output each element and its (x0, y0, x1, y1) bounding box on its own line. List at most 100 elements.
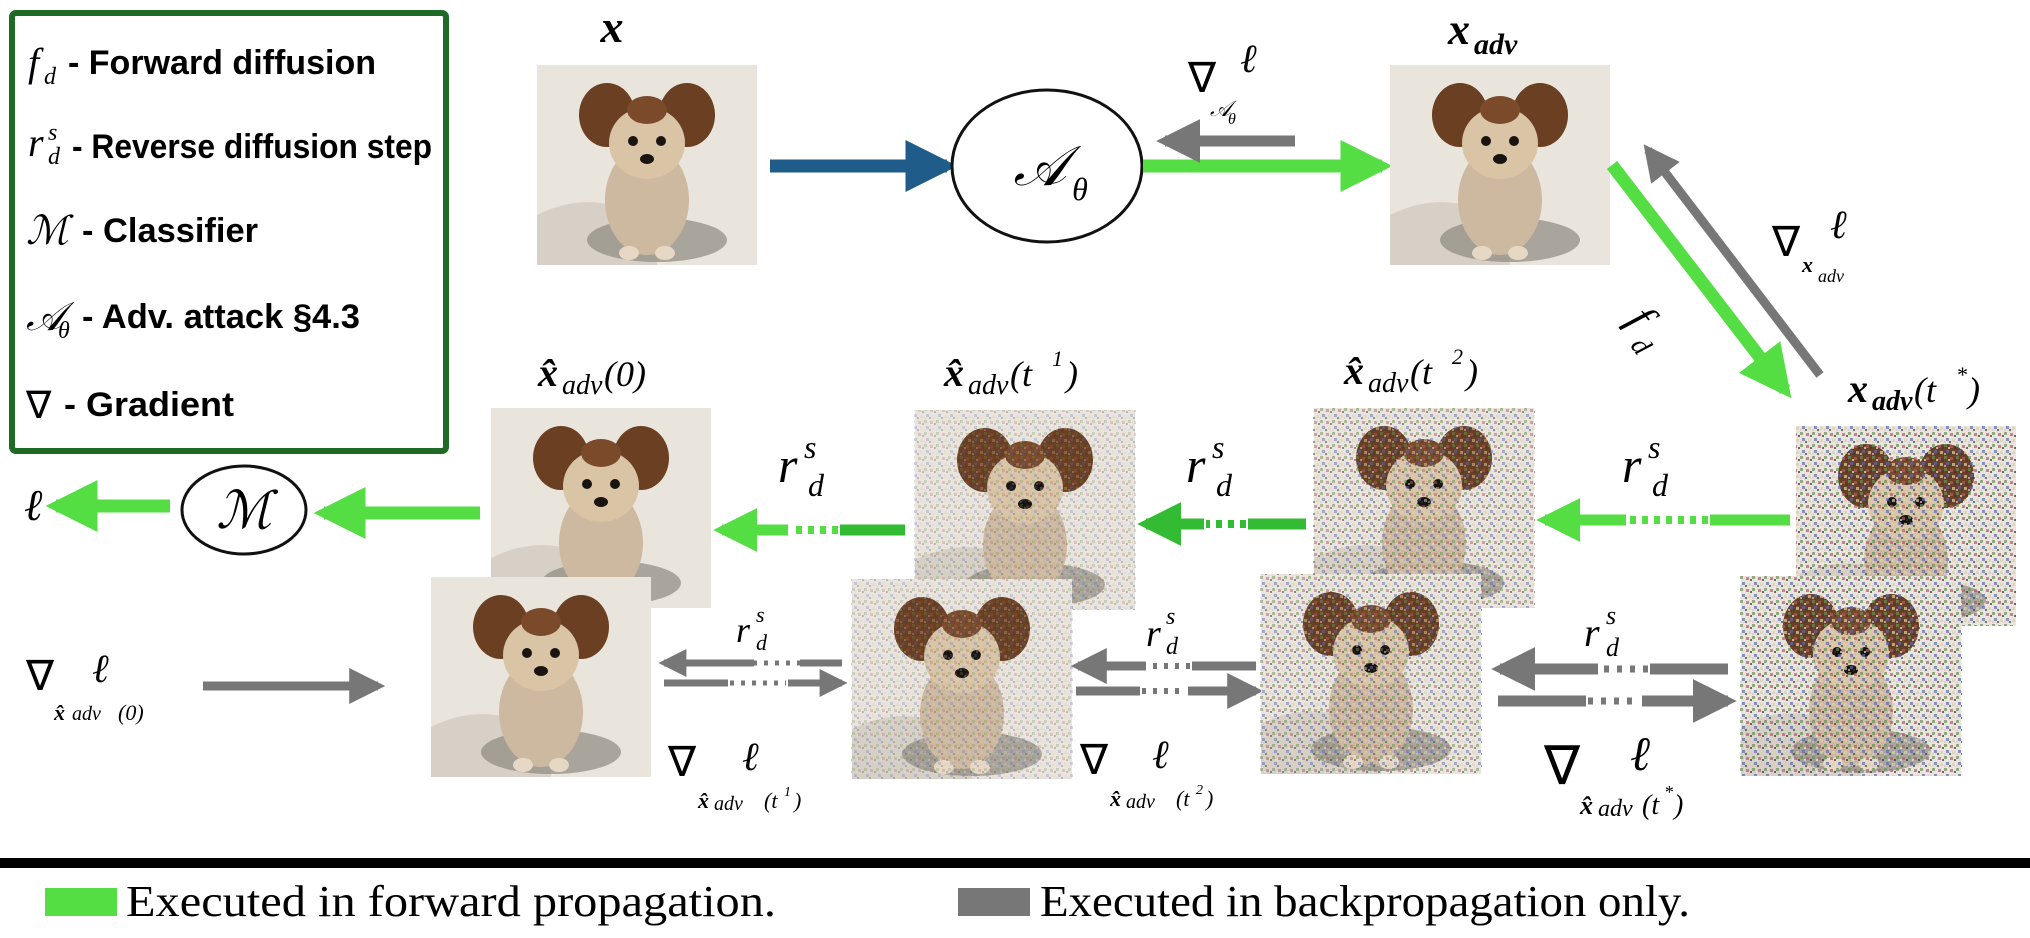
ell-symbol: ℓ (1630, 728, 1650, 781)
xhat0-image-back (431, 577, 651, 777)
footer-legend-backward: Executed in backpropagation only. (958, 877, 1690, 926)
rds-symbol: r (1622, 437, 1642, 493)
rds-symbol: r (778, 437, 798, 493)
forward-label: Executed in forward propagation. (126, 877, 776, 926)
grad-xadv-arrow (1643, 144, 1824, 378)
xadv-image (1390, 65, 1610, 265)
xhat0-label: x̂ adv (0) (537, 350, 646, 401)
grad-subsub: adv (1818, 266, 1844, 286)
ell-symbol: ℓ (92, 646, 109, 691)
xadv-label-main: x (1447, 5, 1470, 54)
grad-arg: (t (764, 788, 778, 813)
grad-sub: x̂ (1109, 786, 1121, 811)
legend-symbol: r (28, 120, 44, 165)
xhat-main: x̂ (1343, 348, 1364, 393)
grad-sub: x̂ (53, 700, 65, 725)
grad-subsub: adv (72, 703, 101, 725)
legend-symbol: ∇ (25, 383, 52, 427)
legend-text: - Reverse diffusion step (72, 128, 432, 166)
grad-sub: x̂ (1579, 791, 1593, 820)
fd-sub: d (1624, 331, 1658, 362)
rds-symbol: r (1584, 610, 1600, 655)
nabla-symbol: ∇ (1771, 217, 1801, 266)
rds-backprop-label-3: r s d (1584, 601, 1620, 662)
nabla-symbol: ∇ (1079, 735, 1109, 784)
rds-sup: s (1606, 601, 1616, 630)
xhat-arg: (t (1410, 352, 1433, 392)
loss-symbol: ℓ (24, 481, 43, 530)
rds-label-2: r s d (1186, 429, 1233, 503)
nabla-symbol: ∇ (25, 651, 55, 700)
grad-attack-label: ∇ 𝒜 θ ℓ (1187, 36, 1257, 128)
xadv-label: x adv (1447, 5, 1518, 61)
backward-swatch (958, 888, 1030, 916)
footer-legend-forward: Executed in forward propagation. (45, 877, 776, 926)
legend-item-classifier: ℳ - Classifier (26, 208, 258, 253)
ell-symbol: ℓ (1240, 36, 1257, 81)
rds-sub: d (756, 630, 768, 655)
forward-diffusion-arrow (1606, 161, 1792, 399)
legend-item-adv-attack: 𝒜 θ - Adv. attack §4.3 (26, 294, 360, 344)
rds-sub: d (1606, 633, 1620, 662)
rds-sup: s (1212, 429, 1224, 465)
backward-label: Executed in backpropagation only. (1040, 877, 1690, 926)
xhat-sub: adv (562, 370, 603, 401)
grad-xhat-tstar-label: ∇ x̂ adv (t * ) ℓ (1543, 728, 1683, 822)
rds-sup: s (1648, 429, 1660, 465)
legend-symbol-sub: d (44, 64, 57, 90)
xhat-arg: (t (1010, 354, 1033, 394)
xadv-argsup: * (1956, 362, 1967, 387)
xadv-sub: adv (1872, 386, 1913, 417)
legend-item-reverse-diffusion-step: r s d - Reverse diffusion step (28, 120, 432, 170)
rds-label-1: r s d (778, 429, 825, 503)
attack-node: 𝒜 θ (950, 88, 1144, 244)
rds-backprop-label-2: r s d (1146, 604, 1179, 660)
grad-argsup: 2 (1196, 783, 1203, 798)
xadv-arg: (t (1914, 370, 1937, 410)
forward-swatch (45, 888, 117, 916)
nabla-symbol: ∇ (1543, 734, 1581, 797)
legend-item-gradient: ∇ - Gradient (25, 383, 234, 427)
legend-symbol-sub: d (48, 144, 61, 170)
rds-backprop-arrows-1 (658, 649, 848, 697)
rds-sub: d (1166, 634, 1179, 660)
xhat-argclose: ) (1464, 352, 1478, 392)
legend-symbol: ℳ (26, 208, 74, 253)
grad-sub: x̂ (697, 788, 709, 813)
grad-argclose: ) (1672, 790, 1683, 821)
x-image (537, 65, 757, 265)
xhat-t2-image-back (1260, 574, 1482, 774)
xhat-t1-image (914, 410, 1136, 610)
legend-symbol-sub: θ (58, 318, 70, 344)
xhat-argsup: 2 (1452, 344, 1463, 369)
ell-symbol: ℓ (742, 734, 759, 779)
nabla-symbol: ∇ (1187, 53, 1217, 102)
grad-argsup: * (1664, 782, 1673, 802)
rds-sub: d (808, 467, 825, 503)
xhat-sub: adv (968, 370, 1009, 401)
rds-sup: s (804, 429, 816, 465)
grad-sub: x (1801, 252, 1813, 277)
grad-argsup: 1 (784, 785, 791, 800)
grad-arg: (0) (118, 700, 144, 725)
rds-sup: s (1166, 604, 1175, 630)
xhat-t1-image-back (851, 579, 1073, 779)
grad-arg: (t (1176, 786, 1190, 811)
xhat-sub: adv (1368, 368, 1409, 399)
xhat-argsup: 1 (1052, 346, 1063, 371)
xadv-label-sub: adv (1474, 28, 1518, 61)
rds-backprop-label-1: r s d (736, 602, 768, 655)
classifier-symbol: ℳ (216, 483, 278, 540)
grad-xadv-label: ∇ x adv ℓ (1771, 202, 1847, 286)
grad-xhat-t1-label: ∇ x̂ adv (t 1 ) ℓ (667, 734, 801, 815)
legend-text: - Forward diffusion (68, 44, 376, 82)
xhat-t2-label: x̂ adv (t 2 ) (1343, 344, 1478, 399)
rds-backprop-arrows-2 (1070, 648, 1264, 709)
attack-sub: θ (1072, 171, 1088, 207)
legend-symbol-sup: s (48, 120, 57, 146)
grad-xhat0-label: ∇ x̂ adv (0) ℓ (25, 646, 144, 725)
legend-border (9, 10, 449, 454)
xhat-arg: (0) (604, 354, 646, 394)
rds-label-3: r s d (1622, 429, 1669, 503)
xadv-main: x (1847, 366, 1868, 411)
